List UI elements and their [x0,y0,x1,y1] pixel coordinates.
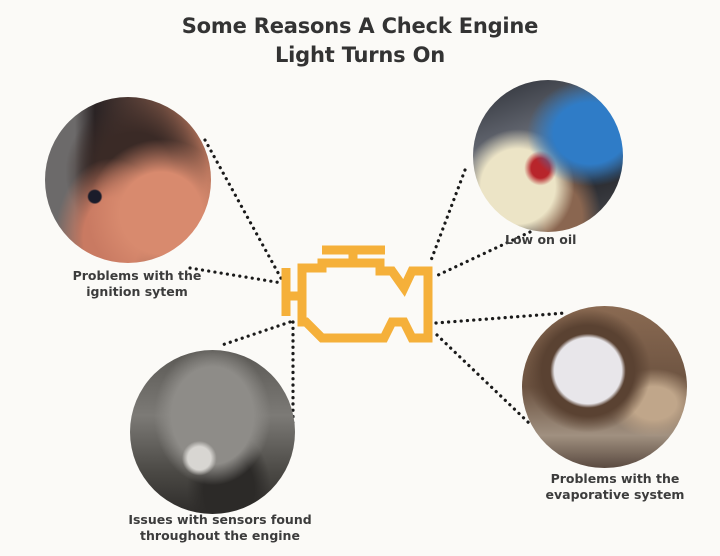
page-title: Some Reasons A Check Engine Light Turns … [0,12,720,70]
connector-evap-upper [434,311,567,325]
label-evaporative: Problems with the evaporative system [515,471,715,503]
connector-sensors-left [220,320,292,347]
label-ignition-line-2: ignition sytem [86,284,188,299]
evaporative-photo [522,306,687,468]
label-oil: Low on oil [505,232,585,248]
label-sensors: Issues with sensors found throughout the… [95,512,345,544]
label-sensors-line-1: Issues with sensors found [128,512,312,527]
sensors-photo [130,350,295,514]
label-ignition: Problems with the ignition sytem [52,268,222,300]
label-ignition-line-1: Problems with the [72,268,202,283]
label-evap-line-1: Problems with the [550,471,680,486]
connector-ignition-upper [203,138,284,282]
label-evap-line-2: evaporative system [545,487,685,502]
label-sensors-line-2: throughout the engine [140,528,300,543]
oil-photo [473,80,623,232]
connector-evap-lower [435,333,532,426]
title-line-1: Some Reasons A Check Engine [181,14,539,38]
label-oil-line-1: Low on oil [505,232,577,247]
title-line-2: Light Turns On [275,43,445,67]
connector-oil-lower [434,230,532,278]
connector-oil-upper [428,168,467,265]
check-engine-icon [281,245,433,343]
ignition-photo [45,97,211,263]
